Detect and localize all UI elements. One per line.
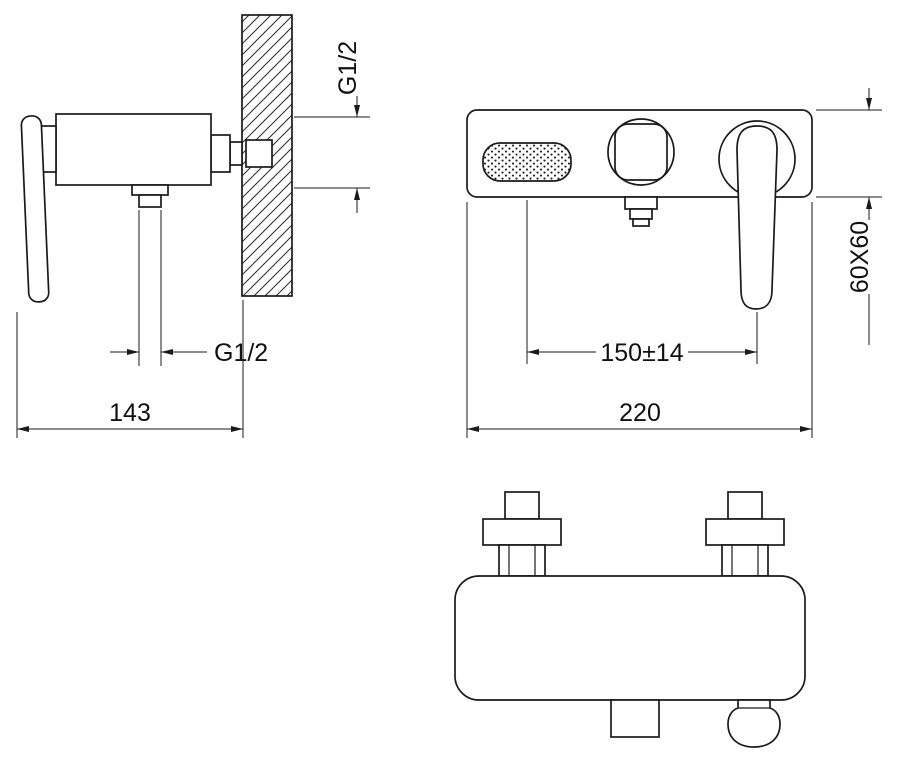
wall-pipe-recess	[245, 139, 273, 168]
dim-overall-length: 220	[466, 202, 813, 438]
cartridge-circle	[607, 118, 675, 186]
dim-side-width: 143	[16, 300, 244, 438]
left-inlet-connection	[482, 491, 562, 577]
handle-lever-front	[736, 125, 778, 310]
dim-label-body-section: 60X60	[846, 221, 874, 293]
outlet-thread-side	[138, 194, 162, 208]
dim-wall-thread: G1/2	[294, 41, 370, 213]
handle-knob-top	[727, 699, 781, 748]
dim-inlet-spacing: 150±14	[526, 200, 758, 367]
dim-body-section: 60X60	[816, 88, 882, 345]
right-inlet-connection	[705, 491, 785, 577]
shower-outlet-front-2	[629, 208, 653, 220]
faucet-body-top	[454, 575, 806, 701]
dim-label-inlet-spacing: 150±14	[600, 339, 683, 367]
wall-nut	[210, 134, 231, 173]
dim-label-outlet-thread: G1/2	[214, 339, 268, 367]
shower-outlet-top	[610, 699, 660, 738]
side-view	[20, 14, 293, 303]
cartridge-square	[614, 123, 668, 181]
shower-outlet-front-1	[624, 196, 658, 210]
handle-lever-side	[20, 115, 50, 303]
faucet-body-side	[55, 113, 212, 186]
outlet-flange-side	[131, 184, 169, 196]
shower-outlet-front-3	[632, 218, 650, 227]
dim-label-side-width: 143	[109, 399, 151, 427]
dim-label-overall-length: 220	[619, 399, 661, 427]
dim-label-wall-thread: G1/2	[334, 41, 362, 95]
wall-thread-connector	[229, 141, 243, 166]
dim-outlet-thread: G1/2	[110, 210, 268, 367]
top-view	[454, 491, 806, 748]
front-view	[466, 109, 813, 310]
spout-aerator	[482, 142, 572, 182]
